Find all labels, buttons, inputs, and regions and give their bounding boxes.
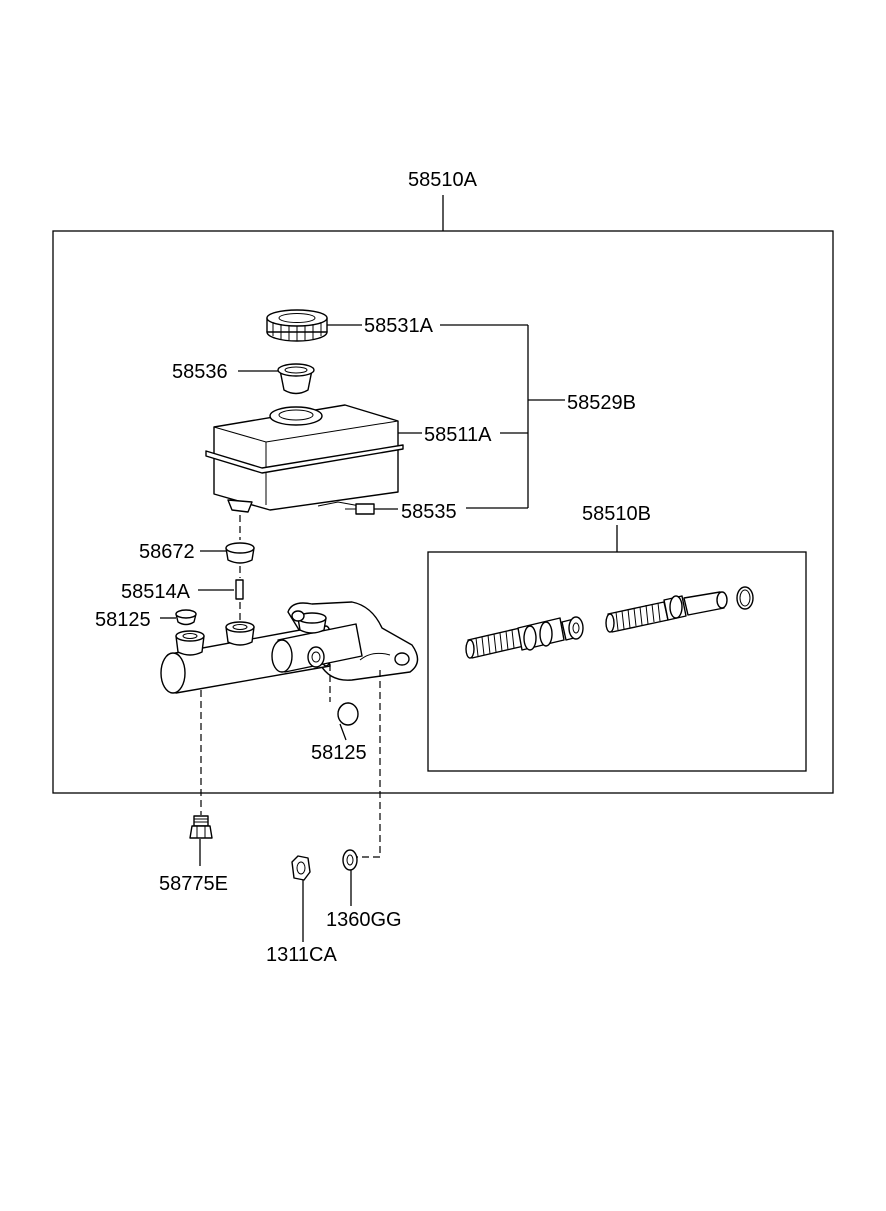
piston-kit-box xyxy=(427,551,807,772)
master-cylinder-body-part xyxy=(160,601,419,694)
washer-part xyxy=(342,849,358,871)
pin-part xyxy=(235,579,244,600)
fitting-part xyxy=(189,815,213,839)
label-grommet[interactable]: 58672 xyxy=(139,541,195,563)
plug-left-part xyxy=(175,609,197,626)
label-plug-left[interactable]: 58125 xyxy=(95,609,151,631)
label-washer[interactable]: 1360GG xyxy=(326,909,402,931)
label-reservoir-clip[interactable]: 58535 xyxy=(401,501,457,523)
label-fitting[interactable]: 58775E xyxy=(159,873,228,895)
body-washer-dash xyxy=(357,670,381,858)
reservoir-set-bracket xyxy=(440,324,565,509)
label-nut[interactable]: 1311CA xyxy=(266,944,337,966)
label-strainer[interactable]: 58536 xyxy=(172,361,228,383)
grommet-part xyxy=(225,542,255,564)
label-assembly[interactable]: 58510A xyxy=(408,169,478,191)
snap-ring-part xyxy=(736,586,754,610)
label-piston-kit[interactable]: 58510B xyxy=(582,503,651,525)
label-cap[interactable]: 58531A xyxy=(364,315,434,337)
nut-part xyxy=(291,855,311,881)
secondary-piston-part xyxy=(605,591,728,633)
reservoir-part xyxy=(205,404,404,513)
reservoir-clip-part xyxy=(345,503,375,515)
primary-piston-part xyxy=(465,616,584,659)
label-reservoir-set[interactable]: 58529B xyxy=(567,392,636,414)
label-pin[interactable]: 58514A xyxy=(121,581,191,603)
plug-bottom-leader xyxy=(339,723,347,741)
strainer-part xyxy=(277,363,315,395)
plug-bottom-part xyxy=(337,702,359,726)
label-reservoir[interactable]: 58511A xyxy=(424,424,492,446)
label-plug-bottom[interactable]: 58125 xyxy=(311,742,367,764)
reservoir-cap-part xyxy=(266,309,328,342)
